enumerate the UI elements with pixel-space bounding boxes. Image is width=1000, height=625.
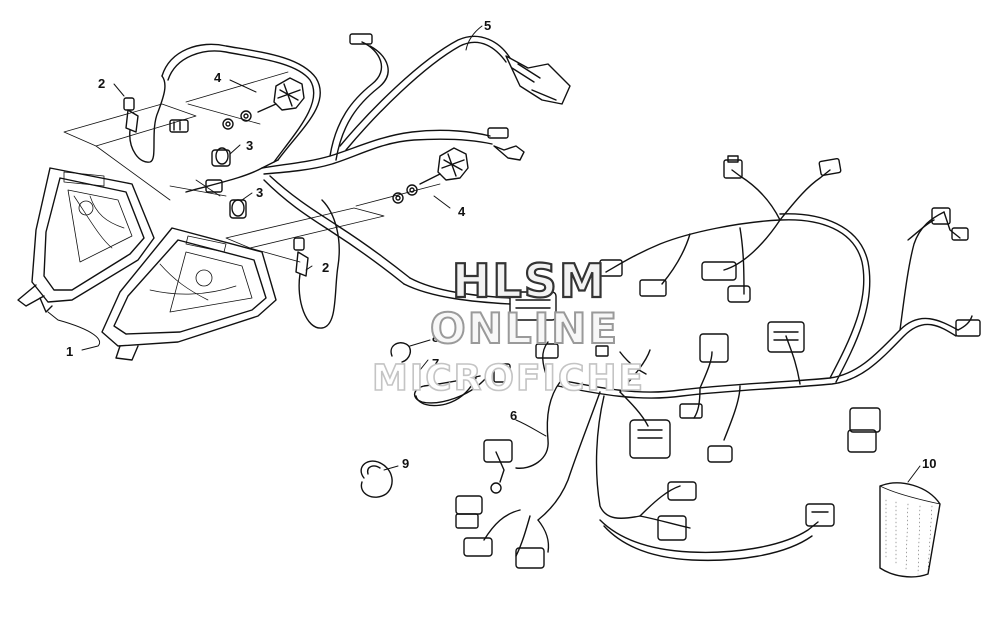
callout-3-upper: 3 bbox=[246, 138, 253, 153]
headlight-right bbox=[102, 228, 276, 360]
main-harness bbox=[484, 170, 972, 560]
sleeve-part-10 bbox=[880, 483, 940, 577]
callout-5: 5 bbox=[484, 18, 491, 33]
adjuster-knob-upper bbox=[258, 78, 304, 112]
callout-9: 9 bbox=[402, 456, 409, 471]
harness-connectors bbox=[416, 156, 980, 568]
callout-numbers: 1 2 2 3 3 4 4 5 6 7 8 9 10 bbox=[66, 18, 936, 471]
callout-2-lower: 2 bbox=[322, 260, 329, 275]
bulb-socket-upper bbox=[124, 76, 251, 192]
callout-3-lower: 3 bbox=[256, 185, 263, 200]
bulb-socket-lower bbox=[230, 185, 417, 328]
callout-4-upper: 4 bbox=[214, 70, 222, 85]
callout-10: 10 bbox=[922, 456, 936, 471]
headlight-left bbox=[18, 168, 154, 312]
leader-lines bbox=[114, 26, 920, 482]
headlight-harness bbox=[162, 34, 570, 320]
adjuster-knob-lower bbox=[420, 148, 468, 184]
callout-8: 8 bbox=[432, 330, 439, 345]
hose-clamp-part-9 bbox=[361, 461, 392, 497]
callout-1: 1 bbox=[66, 344, 73, 359]
clip-part-8 bbox=[391, 343, 410, 362]
callout-7: 7 bbox=[432, 356, 439, 371]
pigtail-part-7 bbox=[415, 376, 486, 403]
callout-4-lower: 4 bbox=[458, 204, 466, 219]
leader-1 bbox=[48, 312, 100, 350]
callout-2-upper: 2 bbox=[98, 76, 105, 91]
callout-6: 6 bbox=[510, 408, 517, 423]
